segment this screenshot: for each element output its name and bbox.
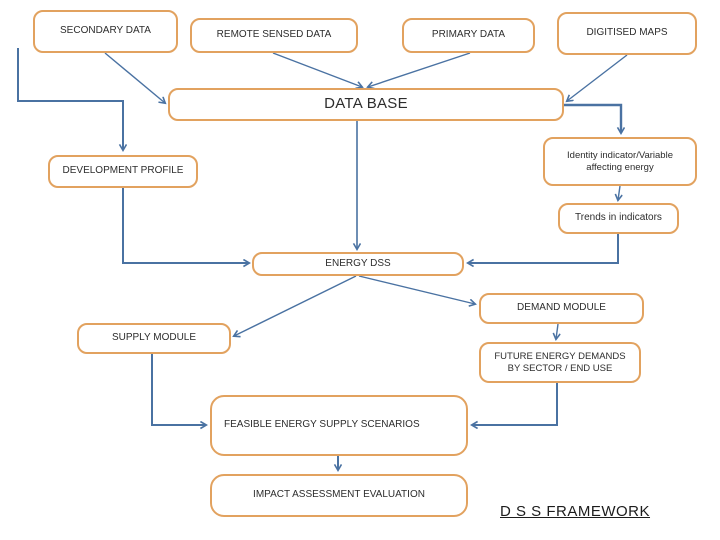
node-demand-module: DEMAND MODULE (479, 293, 644, 324)
node-future-energy-demands: FUTURE ENERGY DEMANDS BY SECTOR / END US… (479, 342, 641, 383)
edge-energydss-to-demand (358, 275, 475, 304)
edge-secondary-to-database (104, 52, 165, 103)
node-development-profile: DEVELOPMENT PROFILE (48, 155, 198, 188)
node-remote-sensed-data: REMOTE SENSED DATA (190, 18, 358, 53)
node-feasible-energy-supply-scenarios: FEASIBLE ENERGY SUPPLY SCENARIOS (210, 395, 468, 456)
node-digitised-maps: DIGITISED MAPS (557, 12, 697, 55)
node-identity-indicator: Identity indicator/Variable affecting en… (543, 137, 697, 186)
edge-supply-to-feasible (151, 353, 206, 425)
edge-energydss-to-supply (234, 275, 357, 336)
node-impact-assessment-evaluation: IMPACT ASSESSMENT EVALUATION (210, 474, 468, 517)
node-trends-in-indicators: Trends in indicators (558, 203, 679, 234)
node-supply-module: SUPPLY MODULE (77, 323, 231, 354)
edge-trends-to-energydss (468, 234, 619, 263)
edge-remote-to-database (272, 52, 362, 87)
diagram-title: D S S FRAMEWORK (500, 503, 651, 520)
node-data-base: DATA BASE (168, 88, 564, 121)
edge-development-to-energydss (122, 188, 249, 263)
node-secondary-data: SECONDARY DATA (33, 10, 178, 53)
edge-primary-to-database (368, 52, 471, 87)
edge-identity-to-trends (618, 185, 620, 200)
edge-digitised-to-database (567, 54, 628, 101)
edge-future-to-feasible (472, 382, 558, 425)
edge-secondary-to-development (17, 48, 123, 150)
node-primary-data: PRIMARY DATA (402, 18, 535, 53)
node-energy-dss: ENERGY DSS (252, 252, 464, 276)
edge-demand-to-future (556, 323, 558, 339)
edge-database-to-identity (564, 103, 621, 133)
